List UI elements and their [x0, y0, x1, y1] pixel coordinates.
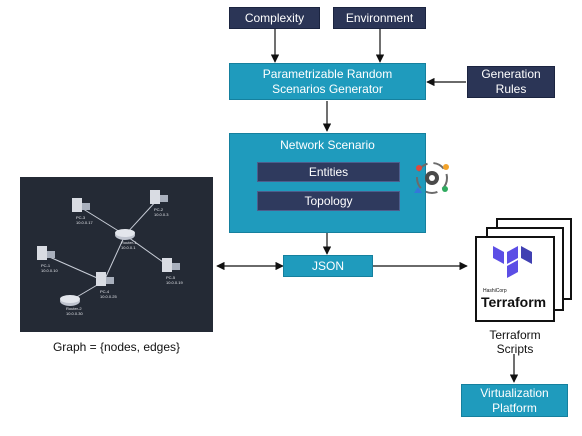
- graph-node-router1: Router-1 10.0.0.1: [115, 229, 137, 250]
- network-scenario-title: Network Scenario: [280, 138, 375, 152]
- graph-node-pc3: PC-3 10.0.0.17: [72, 198, 93, 225]
- node-ip: 10.0.0.17: [76, 220, 93, 225]
- terraform-logo-icon: [493, 246, 532, 278]
- terraform-caption: Terraform Scripts: [470, 328, 560, 356]
- graph-edge: [44, 254, 105, 282]
- graph-node-pc4: PC-4 10.0.0.25: [96, 272, 117, 299]
- node-ip: 10.0.0.30: [66, 311, 83, 316]
- node-name: Router-1: [121, 240, 137, 245]
- entities-box: Entities: [257, 162, 400, 182]
- network-scenario-box: Network Scenario Entities Topology: [229, 133, 426, 233]
- graph-caption: Graph = {nodes, edges}: [52, 340, 181, 354]
- node-name: PC-1: [41, 263, 51, 268]
- generation-rules-line1: Generation: [481, 67, 541, 81]
- topology-label: Topology: [304, 193, 353, 208]
- node-name: PC-4: [100, 289, 110, 294]
- terraform-script-page-front: HashiCorp Terraform: [475, 236, 555, 322]
- terraform-caption-line2: Scripts: [496, 342, 534, 356]
- generator-line2: Scenarios Generator: [272, 81, 383, 96]
- complexity-label: Complexity: [244, 10, 305, 25]
- node-ip: 10.0.0.25: [100, 294, 117, 299]
- virtualization-line2: Platform: [492, 400, 537, 415]
- graph-node-pc2: PC-2 10.0.0.3: [150, 190, 169, 217]
- environment-label: Environment: [345, 10, 414, 25]
- node-ip: 10.0.0.19: [166, 280, 183, 285]
- node-ip: 10.0.0.10: [41, 268, 58, 273]
- graph-node-pc1: PC-1 10.0.0.10: [37, 246, 58, 273]
- generation-rules-line2: Rules: [495, 82, 527, 96]
- generator-line1: Parametrizable Random: [262, 66, 393, 81]
- terraform-brand-small: HashiCorp: [483, 288, 507, 294]
- json-box: JSON: [283, 255, 373, 277]
- entities-label: Entities: [308, 164, 349, 179]
- graph-edge: [103, 234, 126, 282]
- node-ip: 10.0.0.3: [154, 212, 169, 217]
- generator-box: Parametrizable Random Scenarios Generato…: [229, 63, 426, 100]
- graph-panel: PC-3 10.0.0.17 PC-2 10.0.0.3 Router-1 10…: [20, 177, 213, 332]
- node-name: PC-2: [154, 207, 164, 212]
- graph-node-pc5: PC-5 10.0.0.19: [162, 258, 183, 285]
- environment-box: Environment: [333, 7, 426, 29]
- terraform-caption-line1: Terraform: [489, 328, 541, 342]
- topology-box: Topology: [257, 191, 400, 211]
- node-ip: 10.0.0.1: [121, 245, 136, 250]
- json-label: JSON: [311, 258, 344, 273]
- graph-edge: [79, 206, 126, 236]
- automation-gear-icon: [414, 162, 449, 194]
- node-name: PC-3: [76, 215, 86, 220]
- graph-edge: [124, 198, 159, 236]
- virtualization-platform-box: Virtualization Platform: [461, 384, 568, 417]
- graph-node-router2: Router-2 10.0.0.30: [60, 295, 83, 316]
- terraform-brand: Terraform: [481, 294, 547, 310]
- complexity-box: Complexity: [229, 7, 320, 29]
- network-graph: PC-3 10.0.0.17 PC-2 10.0.0.3 Router-1 10…: [37, 190, 183, 316]
- node-name: Router-2: [66, 306, 82, 311]
- node-name: PC-5: [166, 275, 176, 280]
- virtualization-line1: Virtualization: [480, 385, 549, 400]
- generation-rules-box: Generation Rules: [467, 66, 555, 98]
